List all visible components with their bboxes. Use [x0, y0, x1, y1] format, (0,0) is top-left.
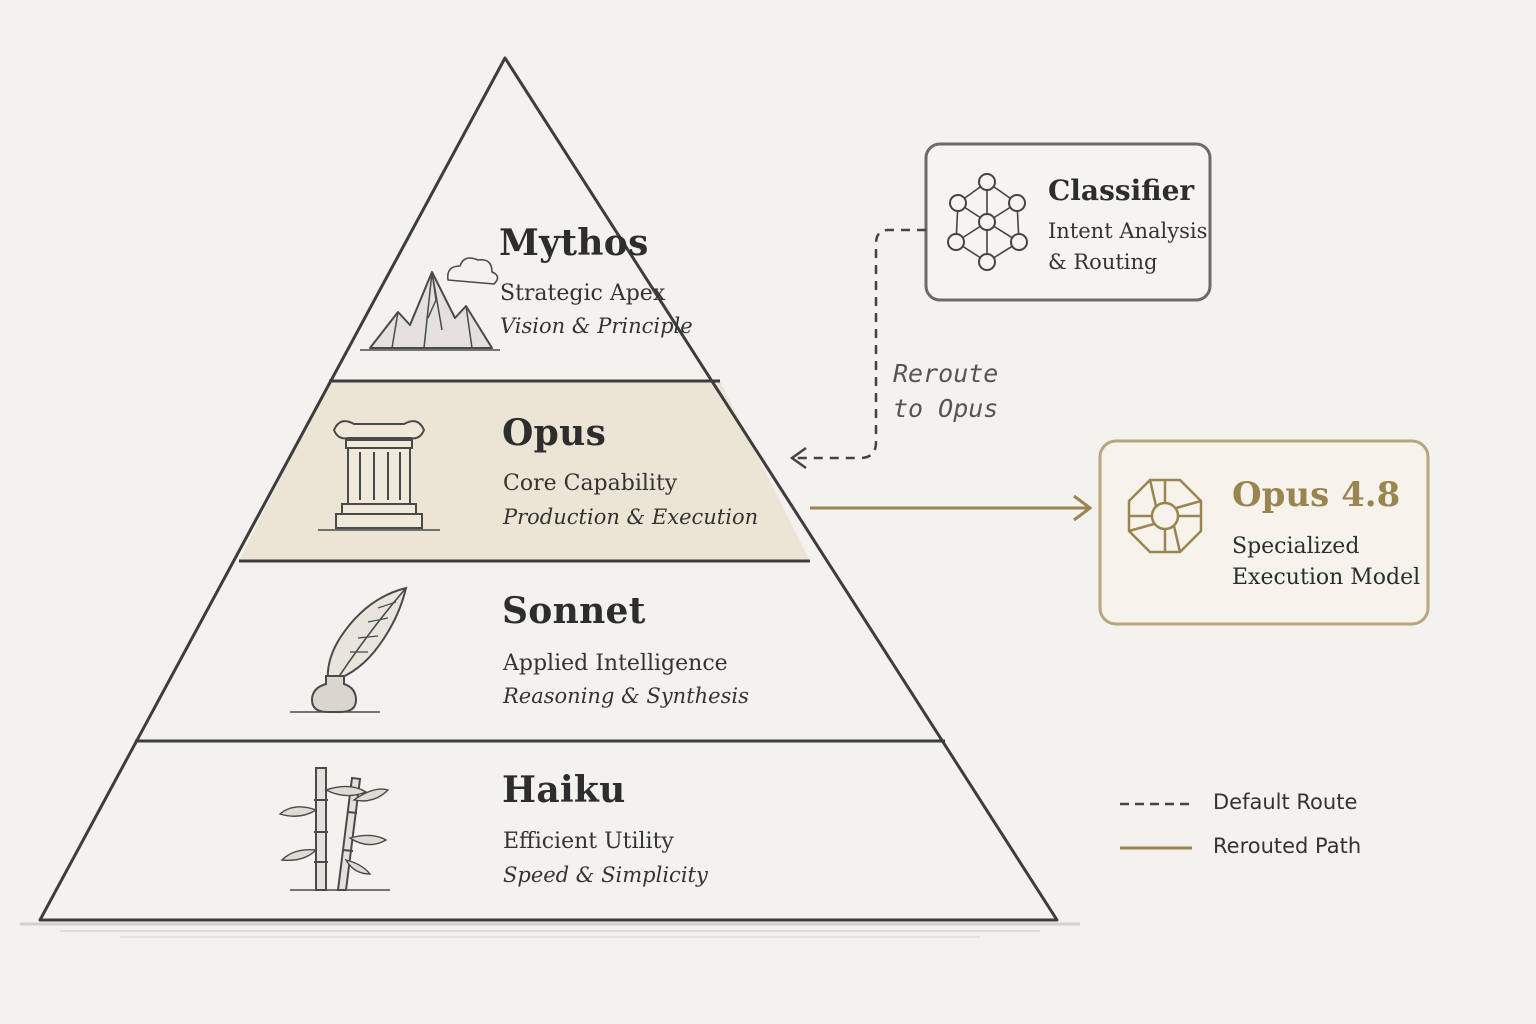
legend-default-route-label: Default Route: [1213, 790, 1358, 814]
tier-subtitle-haiku: Efficient Utility: [503, 829, 674, 854]
classifier-title: Classifier: [1048, 174, 1195, 207]
tier-subtitle-opus: Core Capability: [503, 471, 678, 496]
tier-name-sonnet: Sonnet: [502, 590, 646, 632]
network-icon: [947, 173, 1028, 271]
tier-name-mythos: Mythos: [499, 222, 649, 264]
ground-shadow: [20, 922, 1080, 938]
rerouted-path-arrowhead: [1073, 494, 1093, 522]
opus-4-8-title: Opus 4.8: [1232, 475, 1401, 515]
quill-icon: [290, 586, 408, 713]
default-route-arrow: [796, 228, 926, 460]
opus-4-8-subtitle-line1: Specialized: [1232, 534, 1360, 559]
default-route-arrowhead: [789, 446, 807, 470]
pyramid-outline: [38, 56, 1059, 922]
tier-description-sonnet: Reasoning & Synthesis: [503, 684, 749, 708]
tier-name-haiku: Haiku: [502, 769, 626, 811]
reroute-note-line1: Reroute: [893, 359, 999, 388]
opus-4-8-box: [1098, 439, 1430, 626]
pyramid: [38, 56, 1059, 922]
tier-description-haiku: Speed & Simplicity: [503, 863, 708, 887]
column-icon: [318, 420, 440, 531]
opus-4-8-subtitle-line2: Execution Model: [1232, 565, 1421, 590]
tier-description-mythos: Vision & Principle: [500, 314, 693, 338]
classifier-box: [924, 142, 1212, 302]
tier-name-opus: Opus: [502, 412, 607, 454]
bamboo-icon: [278, 767, 390, 891]
tier-description-opus: Production & Execution: [503, 505, 759, 529]
tier-subtitle-mythos: Strategic Apex: [500, 281, 666, 306]
tier-subtitle-sonnet: Applied Intelligence: [503, 651, 728, 676]
legend-rerouted-path-label: Rerouted Path: [1213, 834, 1362, 858]
mountain-icon: [360, 257, 500, 351]
classifier-subtitle-line1: Intent Analysis: [1048, 219, 1208, 243]
reroute-note-line2: to Opus: [893, 394, 999, 423]
octagon-icon: [1127, 478, 1203, 554]
classifier-subtitle-line2: & Routing: [1048, 250, 1158, 274]
